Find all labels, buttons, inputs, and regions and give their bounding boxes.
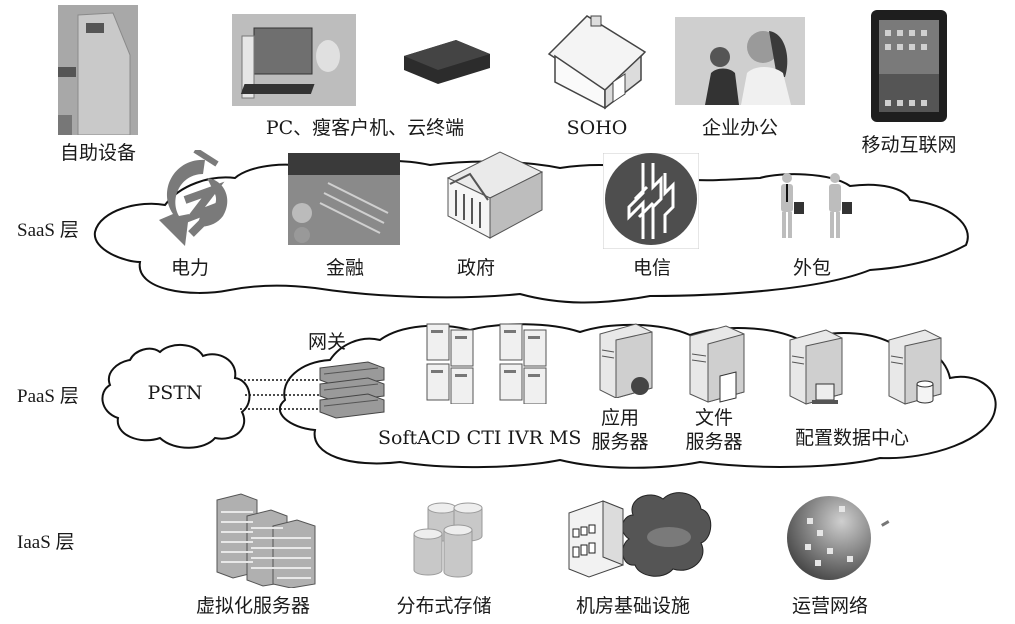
gateway-router-stack-icon	[319, 361, 385, 419]
government-building-icon	[446, 151, 544, 239]
label-telecom: 电信	[632, 257, 672, 279]
paas-cloud-outline	[278, 323, 997, 469]
label-enterprise: 企业办公	[701, 117, 779, 139]
virtual-server-racks-icon	[216, 493, 316, 588]
label-pstn: PSTN	[147, 382, 203, 404]
tablet-icon	[871, 10, 947, 122]
layer-label-paas: PaaS 层	[17, 386, 79, 407]
telecom-logo-icon	[603, 153, 699, 249]
power-grid-logo-icon	[159, 150, 228, 246]
label-file-server-line2: 服务器	[685, 431, 743, 453]
label-finance: 金融	[325, 257, 365, 279]
config-pc-server-icon	[789, 329, 843, 405]
datacenter-building-cloud-icon	[568, 492, 712, 578]
label-government: 政府	[456, 257, 496, 279]
label-gateway: 网关	[307, 331, 347, 353]
softacd-server-cluster-icon	[426, 323, 474, 404]
house-icon	[547, 15, 647, 110]
label-virtual-servers: 虚拟化服务器	[195, 595, 311, 617]
app-server-icon	[599, 323, 653, 398]
label-soho: SOHO	[566, 117, 628, 139]
label-app-server-line1: 应用	[600, 407, 640, 429]
kiosk-icon	[58, 5, 138, 135]
pc-icon	[232, 14, 356, 106]
file-server-icon	[689, 325, 745, 403]
label-softacd: SoftACD CTI IVR MS	[378, 427, 582, 449]
config-db-server-icon	[888, 329, 942, 405]
label-pc: PC、瘦客户机、云终端	[265, 117, 465, 139]
thin-client-icon	[404, 40, 490, 84]
layer-label-iaas: IaaS 层	[17, 532, 75, 553]
cti-server-cluster-icon	[499, 323, 547, 404]
finance-abacus-icon	[288, 153, 400, 245]
label-config-center: 配置数据中心	[794, 427, 910, 449]
label-power: 电力	[170, 257, 210, 279]
pstn-cloud-outline	[101, 344, 251, 449]
business-people-icon	[781, 173, 852, 238]
label-file-server-line1: 文件	[694, 407, 734, 429]
label-distributed-storage: 分布式存储	[396, 595, 492, 617]
label-datacenter: 机房基础设施	[575, 595, 691, 617]
label-self-service: 自助设备	[59, 142, 137, 164]
saas-cloud-outline	[93, 159, 969, 304]
distributed-storage-icon	[413, 502, 483, 578]
label-app-server-line2: 服务器	[591, 431, 649, 453]
label-outsourcing: 外包	[792, 257, 832, 279]
layer-label-saas: SaaS 层	[17, 220, 79, 241]
label-operation-network: 运营网络	[791, 595, 869, 617]
label-mobile: 移动互联网	[861, 134, 957, 156]
network-globe-icon	[787, 496, 890, 580]
call-center-agent-icon	[675, 17, 805, 105]
